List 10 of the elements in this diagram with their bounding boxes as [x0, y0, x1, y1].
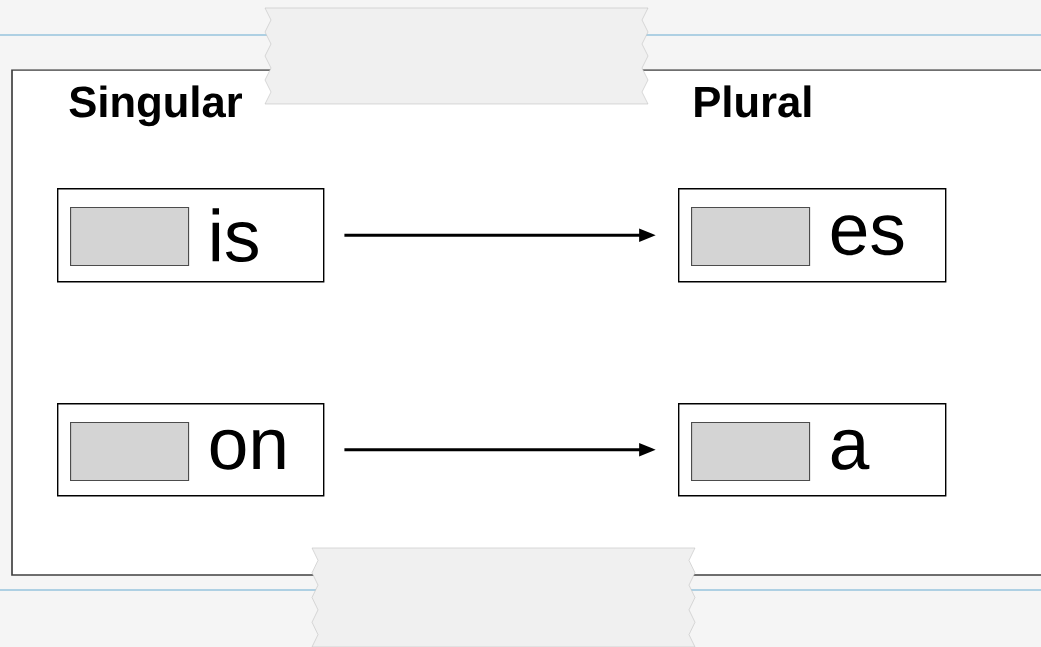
column-heading: Plural: [695, 85, 811, 118]
word-box: is: [57, 188, 325, 283]
word-box: a: [678, 403, 947, 497]
blank-box: [691, 422, 811, 482]
word-box: es: [678, 188, 947, 283]
blank-box: [691, 207, 811, 267]
blank-box: [70, 422, 190, 482]
column-heading: Singular: [69, 85, 242, 127]
blank-box: [70, 207, 190, 267]
word-box: on: [57, 403, 325, 497]
